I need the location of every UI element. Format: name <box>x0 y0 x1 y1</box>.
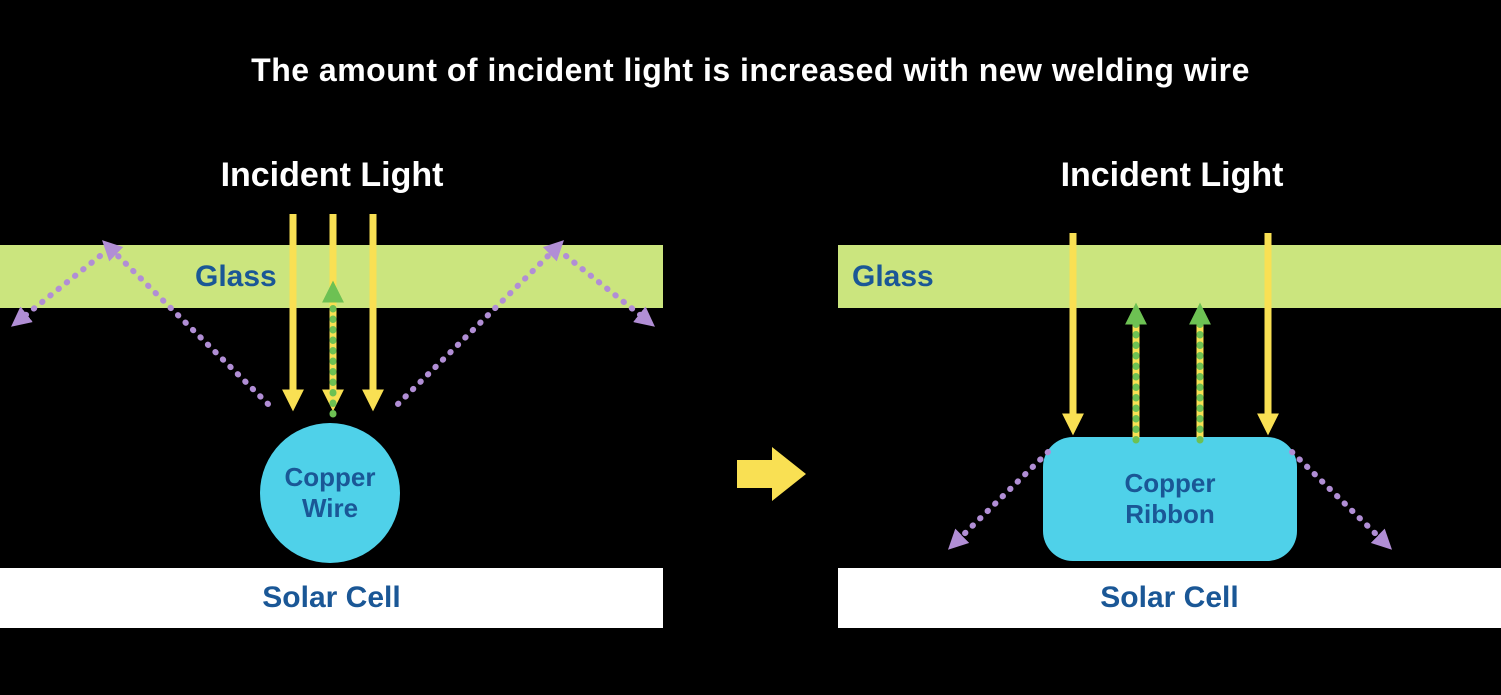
copper-wire-shape: Copper Wire <box>260 423 400 563</box>
glass-label-right: Glass <box>852 259 934 293</box>
solar-cell-label-right: Solar Cell <box>1100 581 1239 614</box>
lost-light-arrow-ribbon-right-icon <box>1289 449 1393 550</box>
glass-layer-left: Glass <box>0 245 663 308</box>
glass-label-left: Glass <box>195 259 277 293</box>
incident-light-label-right: Incident Light <box>1060 156 1284 194</box>
transition-arrow-icon <box>737 447 806 501</box>
incident-light-label-left: Incident Light <box>220 156 444 194</box>
solar-cell-left: Solar Cell <box>0 568 663 628</box>
solar-cell-right: Solar Cell <box>838 568 1501 628</box>
copper-wire-label: Copper Wire <box>284 461 376 523</box>
glass-layer-right: Glass <box>838 245 1501 308</box>
copper-ribbon-label: Copper Ribbon <box>1124 467 1216 529</box>
solar-cell-label-left: Solar Cell <box>262 581 401 614</box>
copper-ribbon-shape: Copper Ribbon <box>1043 437 1297 561</box>
lost-light-arrow-ribbon-left-icon <box>947 449 1051 550</box>
diagram-title: The amount of incident light is increase… <box>251 52 1250 88</box>
